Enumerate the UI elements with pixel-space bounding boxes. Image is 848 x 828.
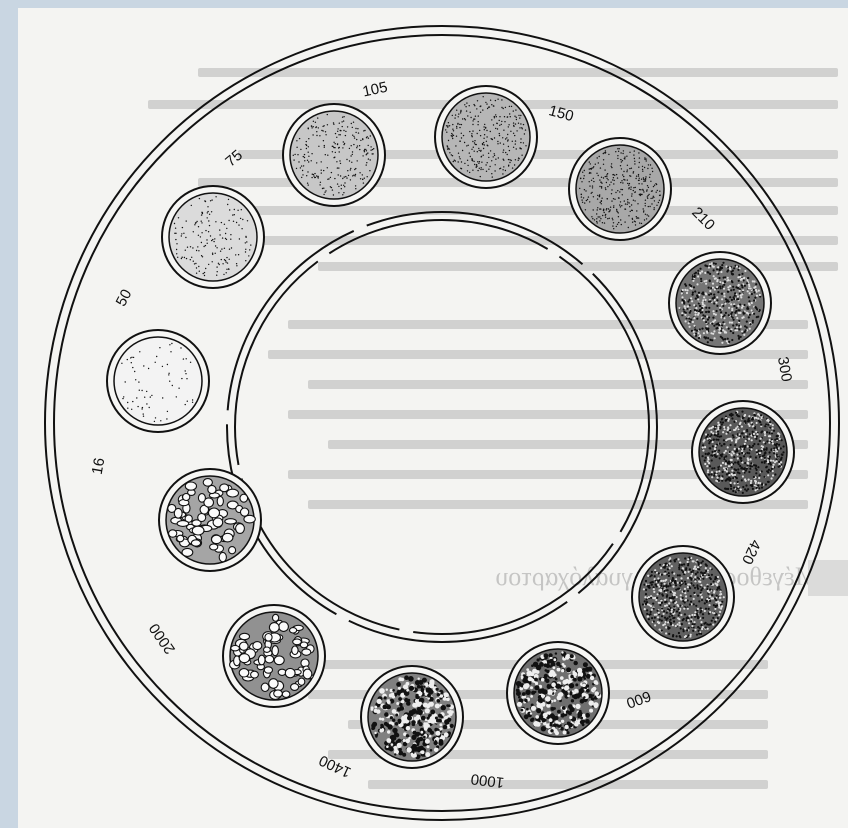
grit-texture-fill <box>576 145 664 233</box>
grit-texture-fill <box>442 93 530 181</box>
grit-label: 16 <box>89 457 109 476</box>
grit-texture-fill <box>169 193 257 281</box>
grit-texture-fill <box>114 337 202 425</box>
